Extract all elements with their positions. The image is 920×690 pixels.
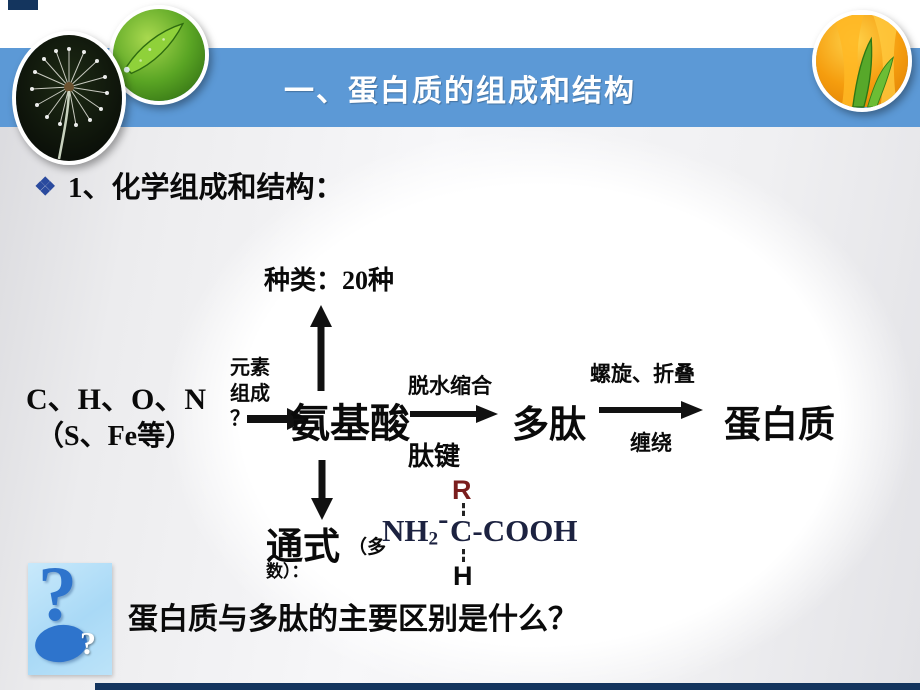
protein-label: 蛋白质 <box>724 405 835 446</box>
question-mark-graphic: ? ? <box>28 550 112 675</box>
tulip-illustration <box>816 15 908 108</box>
navy-accent-bar-top <box>8 0 38 10</box>
diamond-bullet-icon: ❖ <box>34 174 57 201</box>
dandelion-illustration <box>16 35 122 161</box>
helix-fold-label: 螺旋、折叠 <box>590 362 695 386</box>
formula-r-group: R <box>452 475 472 505</box>
kinds-label: 种类：20种 <box>264 266 395 295</box>
tulip-photo-icon <box>812 10 912 112</box>
formula-small-text-1: （多 <box>348 537 387 558</box>
coil-label: 缠绕 <box>630 431 672 455</box>
elements-line1: C、H、O、N <box>26 383 206 416</box>
right-arrow-small-icon <box>247 408 309 430</box>
formula-small-text-2: 数）： <box>266 562 309 581</box>
element-q-line1: 元素 <box>230 357 270 379</box>
background-ellipse <box>165 128 915 690</box>
dehydration-label: 脱水缩合 <box>408 374 492 398</box>
formula-nh2: NH2- <box>382 501 448 550</box>
element-composition-question: 元素 组成 ？ <box>230 356 276 433</box>
formula-nh: NH <box>382 513 429 548</box>
formula-dash: - <box>438 501 449 537</box>
bond-r-c-icon <box>462 503 465 516</box>
bond-c-h-icon <box>462 549 465 562</box>
peptide-bond-label: 肽键 <box>408 442 461 471</box>
elements-line2: （S、Fe等） <box>36 421 194 452</box>
dandelion-photo-icon <box>12 31 126 165</box>
section-heading: 1、化学组成和结构： <box>68 172 344 204</box>
leaf-illustration <box>113 9 205 101</box>
polypeptide-label: 多肽 <box>512 405 586 446</box>
element-q-line2: 组成 <box>230 382 270 405</box>
amino-acid-label: 氨基酸 <box>290 401 410 446</box>
formula-sub2: 2 <box>428 528 439 550</box>
right-arrow-2-icon <box>599 401 703 419</box>
question-mark-small-icon: ? <box>80 625 96 661</box>
right-arrow-1-icon <box>410 405 498 423</box>
question-text: 蛋白质与多肽的主要区别是什么？ <box>128 603 578 636</box>
element-q-line3: ？ <box>230 408 250 431</box>
formula-c-cooh: C-COOH <box>450 513 578 548</box>
up-arrow-icon <box>310 305 332 391</box>
page-title: 一、蛋白质的组成和结构 <box>284 74 636 108</box>
down-arrow-icon <box>311 460 333 520</box>
general-formula-label: 通式 <box>266 527 340 568</box>
navy-accent-bar-bottom <box>95 683 920 690</box>
formula-h-group: H <box>453 561 473 591</box>
question-mark-big-icon: ? <box>38 550 77 637</box>
